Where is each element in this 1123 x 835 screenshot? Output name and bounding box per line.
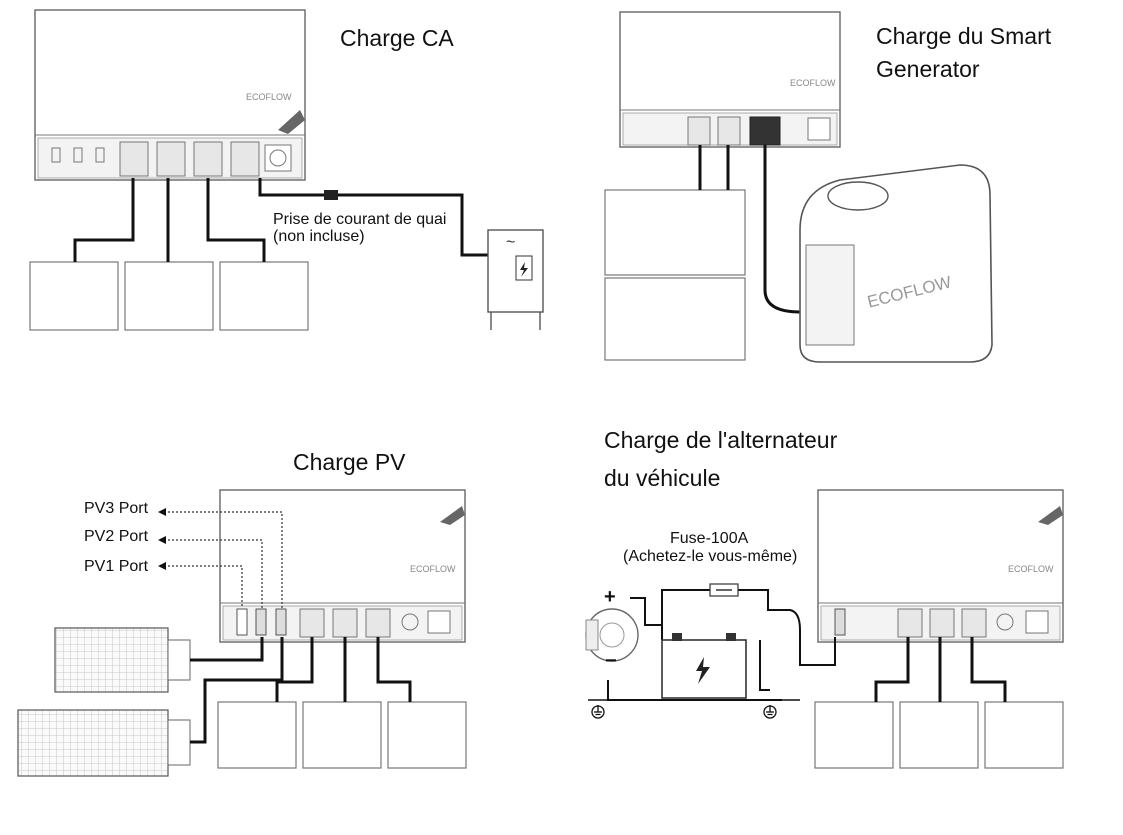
lightning-icon [696,657,710,684]
battery-stack [604,189,746,361]
alternator-charging-section: ECOFLOW [585,489,1064,769]
shore-power-label: Prise de courant de quai [273,211,447,228]
battery-row [29,261,309,331]
pv-section-title: Charge PV [293,449,406,475]
ac-cables [73,178,488,262]
ac-charging-section: ECOFLOW ~ [29,9,544,331]
smart-generator: ECOFLOW [799,164,993,363]
alternator-cables [874,637,1007,702]
battery-row [217,701,467,769]
ac-section-title: Charge CA [340,25,454,51]
generator-charging-section: ECOFLOW ECOFLOW [604,11,993,363]
fuse-label: Fuse-100A [670,530,749,547]
alternator-section-title: Charge de l'alternateur [604,427,838,453]
ground-icon [591,705,605,719]
alternator-section-title-2: du véhicule [604,465,721,491]
pv2-port-label: PV2 Port [84,528,149,545]
shore-power-pedestal: ~ [487,229,544,330]
brand-logo: ECOFLOW [790,78,836,88]
ground-icon [763,705,777,719]
brand-logo: ECOFLOW [1008,564,1054,574]
plus-sign: + [604,586,616,608]
pv-port-dotted-leaders [164,511,283,608]
alternator [585,608,639,662]
power-hub: ECOFLOW [219,489,466,643]
plug-icon [324,190,338,200]
pv-arrowheads [158,508,166,570]
power-hub: ECOFLOW [619,11,841,148]
shore-power-note: (non incluse) [273,228,365,245]
battery-row [814,701,1064,769]
car-battery [661,633,747,699]
solar-panel [54,627,191,693]
power-hub: ECOFLOW [817,489,1064,643]
power-hub: ECOFLOW [34,9,306,181]
pv1-port-label: PV1 Port [84,558,149,575]
pv-charging-section: ECOFLOW [17,489,467,777]
solar-panel [17,709,191,777]
generator-section-title: Charge du Smart [876,23,1052,49]
ac-symbol-icon: ~ [506,234,515,251]
pv3-port-label: PV3 Port [84,500,149,517]
brand-logo: ECOFLOW [246,92,292,102]
brand-logo: ECOFLOW [410,564,456,574]
fuse [709,583,739,597]
generator-section-title-2: Generator [876,56,980,82]
fuse-note: (Achetez-le vous-même) [623,548,798,565]
lightning-icon [520,262,528,277]
pv-cables [190,637,412,744]
minus-sign: − [605,650,617,672]
